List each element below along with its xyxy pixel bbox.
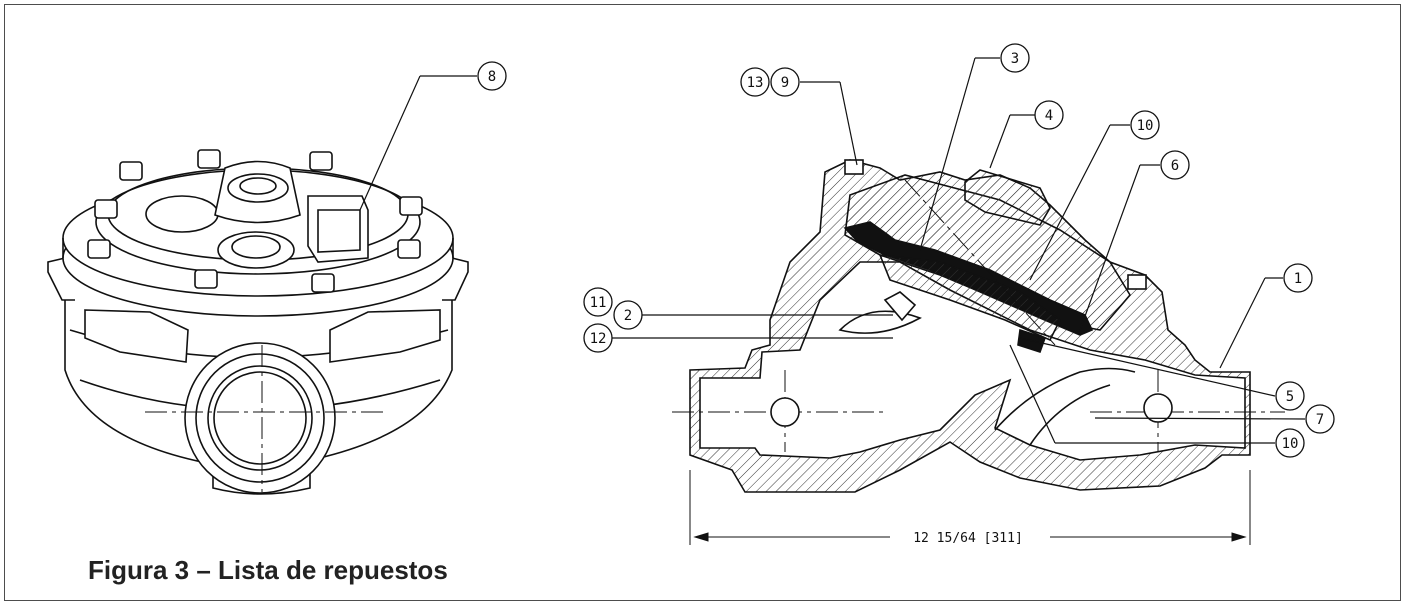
- svg-text:7: 7: [1316, 412, 1324, 428]
- callout-balloons: 8 13 9 3 4 10 6 1 11 2 12 5 7 10: [477, 43, 1335, 458]
- valve-section-view: [672, 159, 1285, 493]
- callout-8: 8: [477, 61, 507, 91]
- callouts: [359, 57, 1306, 444]
- svg-text:2: 2: [624, 308, 632, 324]
- svg-text:1: 1: [1294, 271, 1302, 287]
- svg-text:13: 13: [747, 75, 764, 91]
- callout-10-upper: 10: [1130, 110, 1160, 140]
- svg-text:10: 10: [1137, 118, 1154, 134]
- svg-text:8: 8: [488, 69, 496, 85]
- svg-text:6: 6: [1171, 158, 1179, 174]
- callout-5: 5: [1275, 381, 1305, 411]
- callout-13: 13: [740, 67, 770, 97]
- callout-11: 11: [583, 287, 613, 317]
- callout-6: 6: [1160, 150, 1190, 180]
- svg-text:10: 10: [1282, 436, 1299, 452]
- callout-2: 2: [613, 300, 643, 330]
- callout-4: 4: [1034, 100, 1064, 130]
- svg-text:5: 5: [1286, 389, 1294, 405]
- callout-3: 3: [1000, 43, 1030, 73]
- cover-bolts: [87, 149, 423, 293]
- figure-caption: Figura 3 – Lista de repuestos: [88, 555, 448, 585]
- overall-length-dimension: 12 15/64 [311]: [689, 470, 1251, 546]
- svg-text:3: 3: [1011, 51, 1019, 67]
- valve-3d-view: [47, 149, 469, 495]
- callout-1: 1: [1283, 263, 1313, 293]
- callout-7: 7: [1305, 404, 1335, 434]
- svg-text:11: 11: [590, 295, 607, 311]
- svg-text:12: 12: [590, 331, 607, 347]
- callout-9: 9: [770, 67, 800, 97]
- dimension-label: 12 15/64 [311]: [913, 531, 1023, 546]
- svg-text:4: 4: [1045, 108, 1053, 124]
- svg-text:9: 9: [781, 75, 789, 91]
- callout-12: 12: [583, 323, 613, 353]
- callout-10-lower: 10: [1275, 428, 1305, 458]
